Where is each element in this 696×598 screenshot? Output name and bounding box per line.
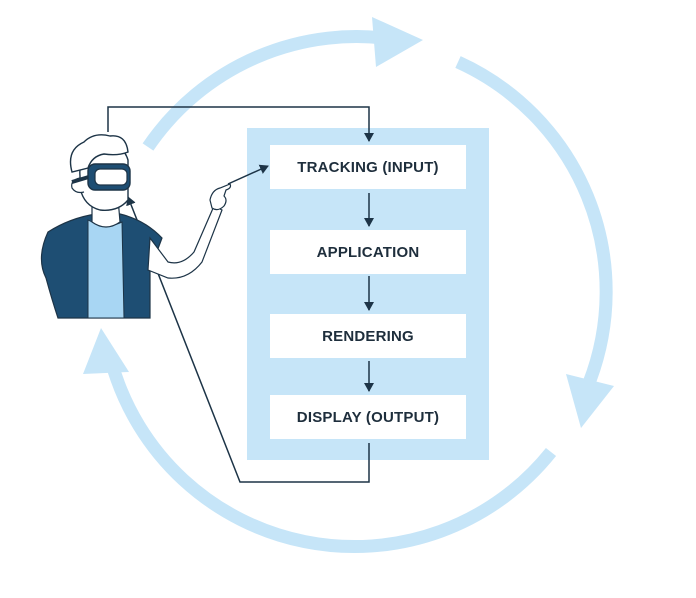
- headset-visor: [94, 168, 128, 186]
- cycle-arc-top: [142, 30, 400, 151]
- connector-head-to-tracking: [107, 106, 374, 142]
- cycle-arrowhead-right: [566, 374, 614, 428]
- connector-hand-to-tracking: [227, 164, 269, 185]
- cycle-arc-bottom: [105, 362, 557, 554]
- cycle-arc-right: [455, 56, 613, 386]
- stage-application: APPLICATION: [270, 230, 466, 274]
- user-tshirt: [87, 219, 125, 319]
- cycle-arrowhead-top: [372, 17, 423, 67]
- user-arm: [147, 205, 223, 279]
- stage-rendering: RENDERING: [270, 314, 466, 358]
- user-hair: [69, 134, 129, 173]
- cycle-arrows: [83, 17, 614, 554]
- cycle-arrowhead-left: [83, 328, 129, 374]
- stage-display-output: DISPLAY (OUTPUT): [270, 395, 466, 439]
- vr-headset-user-icon: [40, 134, 232, 319]
- stage-tracking-input: TRACKING (INPUT): [270, 145, 466, 189]
- user-hand: [209, 183, 232, 211]
- connectors: [107, 106, 374, 483]
- connector-display-to-eyes: [126, 196, 370, 483]
